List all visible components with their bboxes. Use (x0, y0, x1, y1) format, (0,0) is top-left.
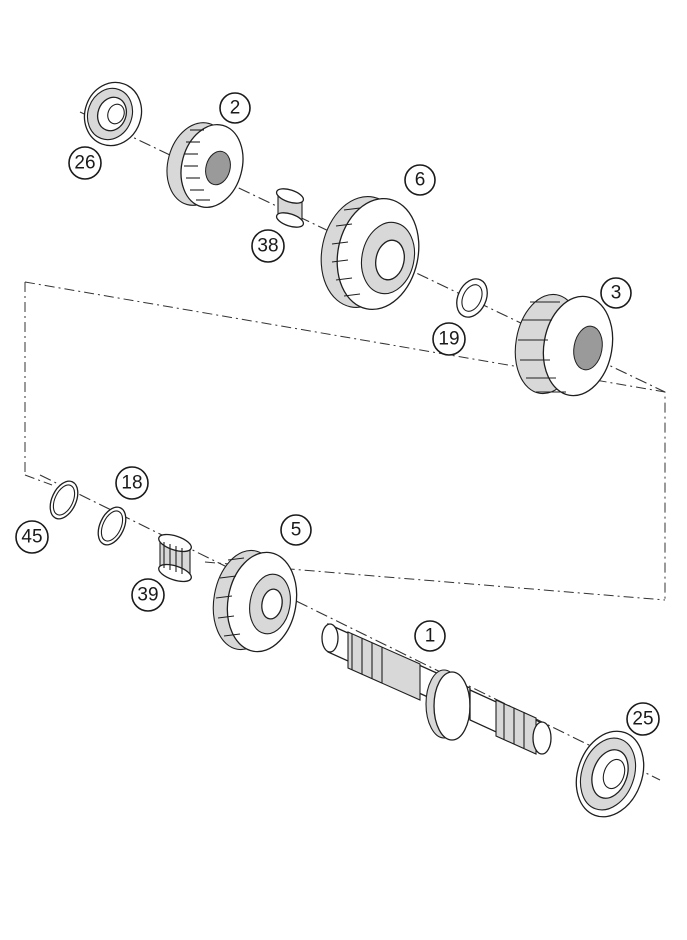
assembly-frame-line-bottom (24, 474, 53, 486)
callout-18[interactable]: 18 (115, 466, 149, 500)
callout-6[interactable]: 6 (404, 164, 436, 196)
snap-ring-45 (49, 480, 79, 520)
svg-text:19: 19 (438, 329, 459, 350)
callout-38[interactable]: 38 (251, 229, 285, 263)
svg-text:5: 5 (291, 520, 302, 541)
svg-text:6: 6 (415, 170, 426, 191)
bearing-25 (575, 730, 645, 818)
gear-3 (514, 293, 614, 397)
main-shaft-1 (321, 622, 552, 755)
callout-19[interactable]: 19 (432, 322, 466, 356)
svg-text:38: 38 (257, 236, 278, 257)
callout-1[interactable]: 1 (414, 620, 446, 652)
callout-25[interactable]: 25 (626, 702, 660, 736)
ring-18 (97, 506, 127, 546)
callout-39[interactable]: 39 (131, 578, 165, 612)
svg-text:1: 1 (425, 626, 436, 647)
assembly-frame-line-diag (204, 561, 666, 601)
assembly-frame-line-top (24, 281, 666, 600)
svg-text:18: 18 (121, 473, 142, 494)
needle-bearing-39 (158, 533, 192, 583)
svg-text:45: 45 (21, 527, 42, 548)
washer-19 (456, 278, 488, 318)
gear-2 (166, 122, 244, 208)
svg-text:25: 25 (632, 709, 653, 730)
svg-text:2: 2 (230, 98, 241, 119)
callout-45[interactable]: 45 (15, 520, 49, 554)
gear-6 (320, 196, 420, 311)
callout-3[interactable]: 3 (600, 277, 632, 309)
callout-2[interactable]: 2 (219, 92, 251, 124)
callout-5[interactable]: 5 (280, 514, 312, 546)
callout-26[interactable]: 26 (68, 146, 102, 180)
gear-5 (212, 549, 298, 653)
svg-text:3: 3 (611, 283, 622, 304)
lower-axis-line (39, 474, 661, 781)
bearing-26 (83, 81, 143, 147)
svg-text:26: 26 (74, 153, 95, 174)
bushing-38 (275, 188, 305, 228)
svg-text:39: 39 (137, 585, 158, 606)
